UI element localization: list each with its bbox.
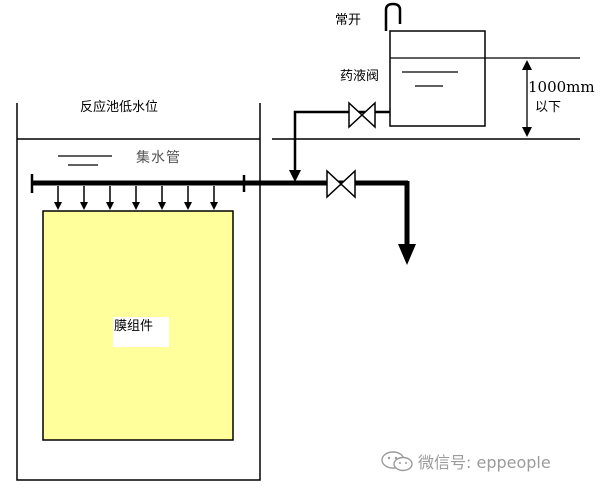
below-label: 以下 [535,100,562,115]
dosing-tank [389,30,486,127]
dosing-valve-label: 药液阀 [340,69,380,84]
dosing-valve-icon[interactable] [348,101,376,129]
height-dimension-arrow [522,60,532,137]
membrane-module-label: 膜组件 [114,319,154,334]
normally-open-label: 常开 [335,13,362,28]
collector-pipe-label: 集水管 [136,150,181,166]
vent-pipe [384,2,402,31]
suction-arrowheads [54,202,218,210]
membrane-label-background [113,317,169,347]
low-water-level-label: 反应池低水位 [80,100,159,115]
dosing-tank-water-level-icon [402,71,458,87]
outlet-arrow-down-icon [398,244,416,265]
dosing-pipe-arrow-down-icon [289,170,301,182]
height-dimension-label: 1000mm [528,78,595,96]
suction-arrows [57,186,215,204]
outlet-valve-icon[interactable] [326,169,356,199]
wechat-logo-icon [381,451,413,472]
watermark-text: 微信号: eppeople [418,453,551,472]
reaction-tank-outline [16,103,261,481]
tank-water-level-icon [58,155,112,166]
watermark: 微信号: eppeople [380,449,551,473]
